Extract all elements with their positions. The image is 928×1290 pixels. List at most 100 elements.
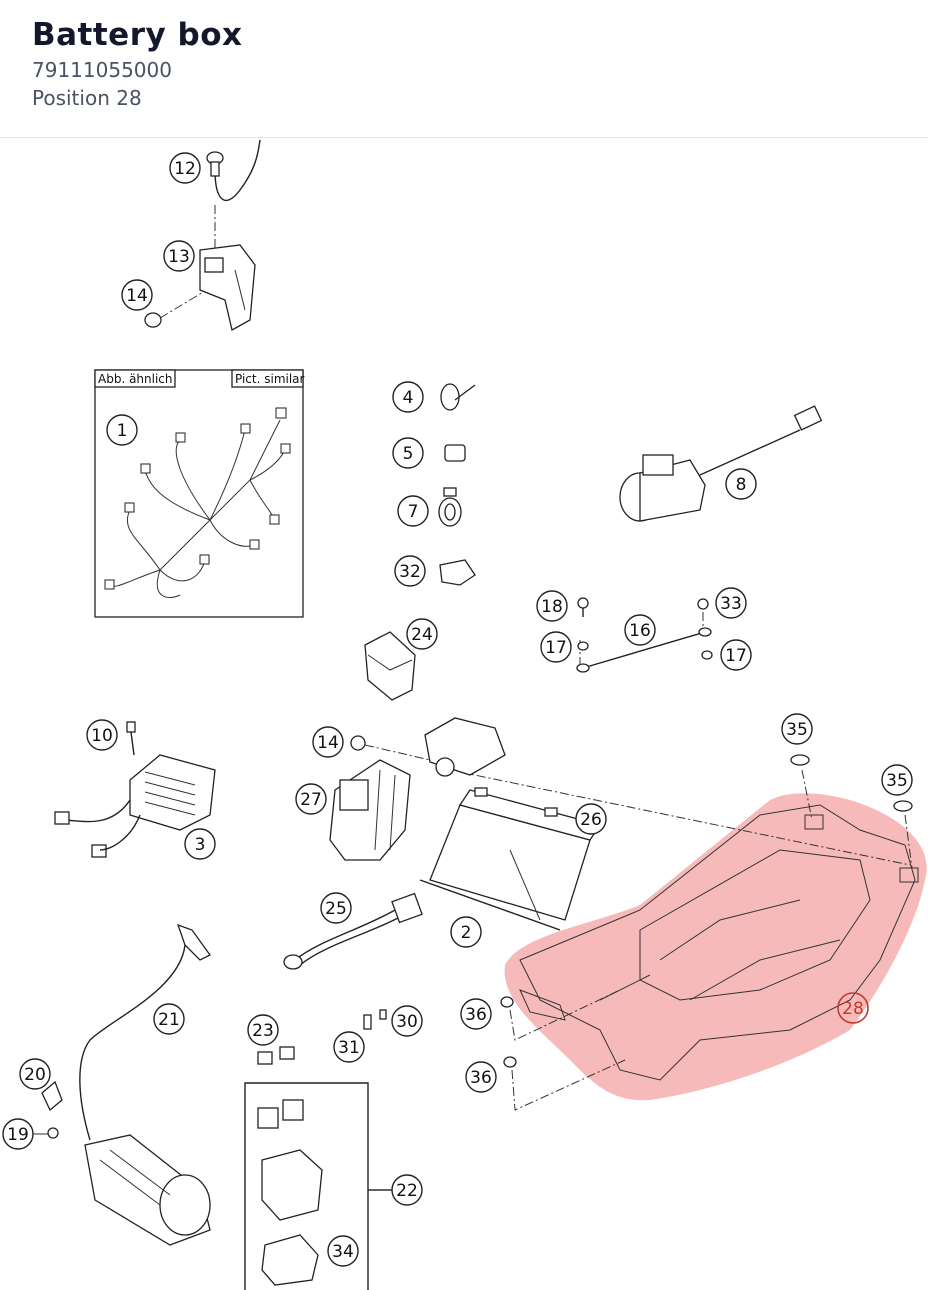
harness-inset-frame — [94, 369, 304, 618]
callout-circle-25[interactable] — [320, 892, 352, 924]
sensor-part-8 — [619, 405, 823, 522]
callout-circle-7[interactable] — [397, 495, 429, 527]
battery-pad-part-2 — [419, 879, 561, 931]
connector-part-13 — [199, 244, 256, 331]
regulator-3-body — [129, 754, 216, 831]
callout-circle-20[interactable] — [19, 1058, 51, 1090]
callout-circle-10[interactable] — [86, 719, 118, 751]
callout-circle-28[interactable] — [837, 992, 869, 1024]
screw-36a-head — [500, 996, 514, 1008]
regulator-3-cable-2 — [99, 814, 141, 851]
callout-18: 18 — [541, 597, 563, 617]
callout-33: 33 — [720, 594, 742, 614]
screw-part-36-a — [500, 996, 514, 1008]
callout-circle-13[interactable] — [163, 240, 195, 272]
callout-2: 2 — [461, 923, 472, 943]
callout-circle-36b[interactable] — [465, 1061, 497, 1093]
callout-circle-26[interactable] — [575, 803, 607, 835]
callout-circle-35a[interactable] — [781, 713, 813, 745]
holder-32-body — [439, 559, 476, 586]
callout-19: 19 — [7, 1125, 29, 1145]
callout-3: 3 — [195, 835, 206, 855]
callout-circle-14a[interactable] — [121, 279, 153, 311]
callout-circle-32[interactable] — [394, 555, 426, 587]
callout-27: 27 — [300, 790, 322, 810]
cable-tie-4-loop — [440, 383, 460, 411]
callout-circle-33[interactable] — [715, 587, 747, 619]
battery-box-part-28[interactable] — [504, 793, 927, 1101]
nut-part-14-top — [144, 312, 162, 328]
fuse-23-a — [257, 1051, 273, 1065]
callout-circle-21[interactable] — [153, 1003, 185, 1035]
nut-19 — [47, 1127, 59, 1139]
callout-circle-23[interactable] — [247, 1014, 279, 1046]
harness-plug-1 — [275, 407, 287, 419]
cover-34 — [261, 1234, 319, 1286]
harness-branch-3 — [175, 439, 211, 521]
battery-26-terminal-1 — [474, 787, 488, 797]
group-22-fuse-a — [257, 1107, 279, 1129]
callout-16: 16 — [629, 621, 651, 641]
clamp-7-hole — [444, 503, 456, 521]
callout-circle-4[interactable] — [392, 381, 424, 413]
callout-circle-18[interactable] — [536, 590, 568, 622]
regulator-3-fins — [144, 771, 196, 816]
cover-24-edge — [367, 654, 413, 671]
assembly-line-bracket-box — [459, 771, 911, 866]
callout-30: 30 — [396, 1012, 418, 1032]
harness-plug-5 — [240, 423, 251, 434]
starter-motor — [84, 1134, 211, 1246]
callout-circle-16[interactable] — [624, 614, 656, 646]
screw-31 — [363, 1014, 372, 1030]
callout-36a: 36 — [465, 1005, 487, 1025]
holder-part-27 — [329, 759, 411, 861]
clip-5-body — [444, 444, 466, 462]
bracket-grommet — [435, 757, 455, 777]
screw-part-36-b — [503, 1056, 517, 1068]
callout-circle-14b[interactable] — [312, 726, 344, 758]
bolt-part-10 — [126, 721, 136, 756]
battery-box-inner — [639, 849, 871, 1001]
callout-circle-24[interactable] — [406, 618, 438, 650]
harness-connectors — [104, 407, 291, 590]
callouts — [2, 152, 913, 1267]
callout-circle-8[interactable] — [725, 468, 757, 500]
callout-circle-30[interactable] — [391, 1005, 423, 1037]
inset-label-left: Abb. ähnlich — [98, 372, 173, 386]
boot-part-20 — [41, 1080, 63, 1112]
callout-circle-31[interactable] — [333, 1031, 365, 1063]
callout-circle-17b[interactable] — [720, 639, 752, 671]
callout-circle-27[interactable] — [295, 783, 327, 815]
harness-plug-10 — [199, 554, 210, 565]
callout-circle-34[interactable] — [327, 1235, 359, 1267]
cable-21-lug — [176, 923, 211, 961]
cable-16 — [582, 631, 706, 669]
callout-circle-35b[interactable] — [881, 764, 913, 796]
position-label: Position 28 — [32, 86, 142, 110]
callout-12: 12 — [174, 159, 196, 179]
callout-circle-5[interactable] — [392, 437, 424, 469]
battery-26-terminal-2 — [544, 807, 558, 817]
callout-circle-2[interactable] — [450, 916, 482, 948]
bracket-assembly — [424, 717, 506, 777]
cable-21 — [79, 944, 186, 1141]
callout-circle-1[interactable] — [106, 414, 138, 446]
cable-25-wire — [294, 909, 396, 961]
screw-18 — [577, 597, 589, 609]
screw-35a-head — [790, 754, 810, 766]
harness-branch-8 — [157, 569, 181, 598]
callout-circle-12[interactable] — [169, 152, 201, 184]
starter-motor-ribs — [99, 1149, 171, 1206]
inset-label-right-box — [231, 369, 304, 388]
callout-labels: 12 13 14 1 4 5 7 32 8 18 33 16 17 17 24 … — [7, 159, 908, 1262]
washer-17-left — [577, 641, 589, 651]
callout-circle-3[interactable] — [184, 828, 216, 860]
nut-part-19 — [47, 1127, 59, 1139]
callout-circle-17a[interactable] — [540, 631, 572, 663]
callout-17a: 17 — [545, 638, 567, 658]
cable-part-25 — [283, 892, 423, 970]
cable-25-terminal — [391, 892, 423, 924]
screw-part-31 — [363, 1014, 372, 1030]
callout-circle-36a[interactable] — [460, 998, 492, 1030]
page-header: Battery box 79111055000 Position 28 — [0, 0, 928, 138]
